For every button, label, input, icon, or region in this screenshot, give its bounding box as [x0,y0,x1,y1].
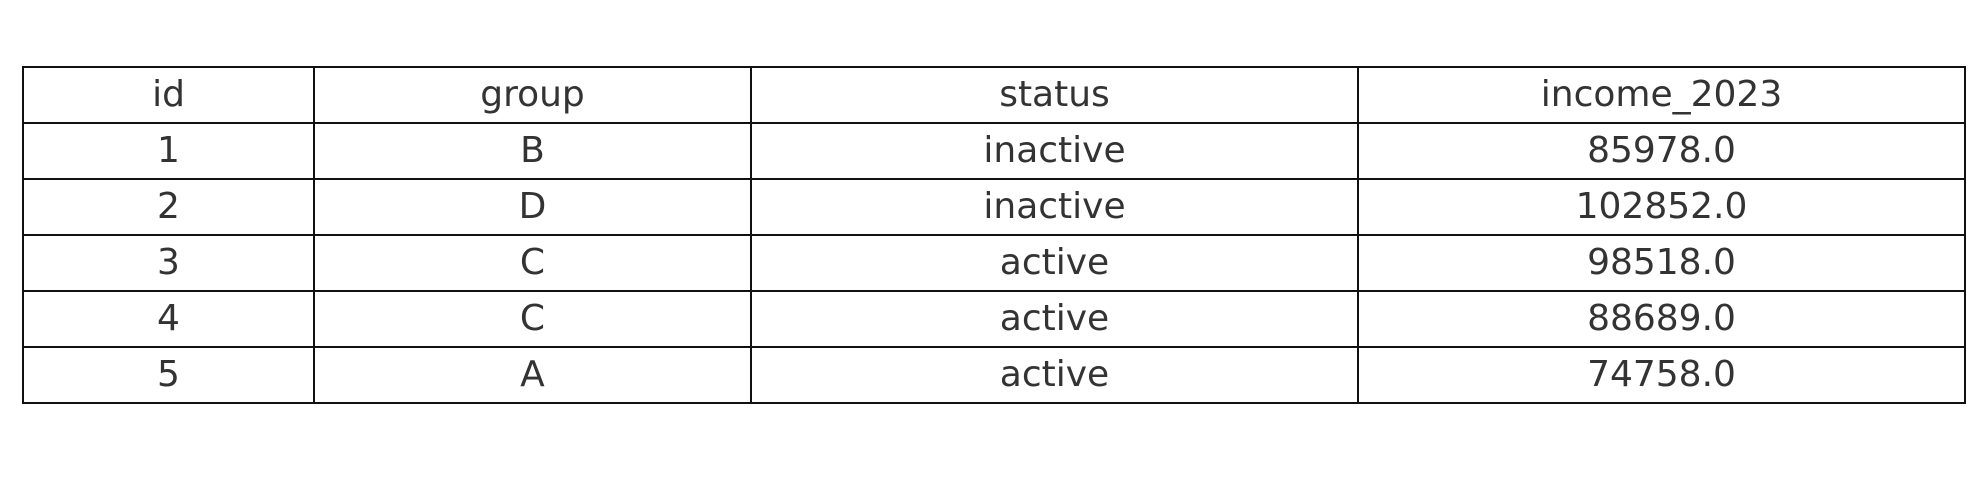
header-row: id group status income_2023 [22,66,1966,124]
cell-id: 2 [22,178,315,236]
column-header-group: group [313,66,752,124]
cell-status: active [750,234,1359,292]
cell-id: 4 [22,290,315,348]
column-header-status: status [750,66,1359,124]
cell-income-2023: 102852.0 [1357,178,1966,236]
data-table: id group status income_2023 1 B inactive… [22,66,1966,404]
cell-income-2023: 85978.0 [1357,122,1966,180]
cell-income-2023: 74758.0 [1357,346,1966,404]
cell-status: active [750,346,1359,404]
cell-id: 1 [22,122,315,180]
table-row: 2 D inactive 102852.0 [22,178,1966,236]
table-row: 3 C active 98518.0 [22,234,1966,292]
table-row: 4 C active 88689.0 [22,290,1966,348]
cell-group: A [313,346,752,404]
cell-status: inactive [750,178,1359,236]
cell-id: 3 [22,234,315,292]
cell-status: inactive [750,122,1359,180]
table-row: 1 B inactive 85978.0 [22,122,1966,180]
cell-status: active [750,290,1359,348]
cell-income-2023: 88689.0 [1357,290,1966,348]
cell-id: 5 [22,346,315,404]
cell-group: C [313,234,752,292]
cell-income-2023: 98518.0 [1357,234,1966,292]
cell-group: D [313,178,752,236]
cell-group: B [313,122,752,180]
column-header-income-2023: income_2023 [1357,66,1966,124]
table-row: 5 A active 74758.0 [22,346,1966,404]
cell-group: C [313,290,752,348]
column-header-id: id [22,66,315,124]
